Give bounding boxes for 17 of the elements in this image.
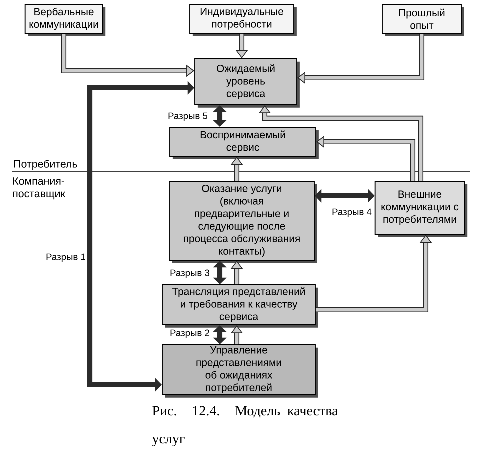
process-box: Воспринимаемый сервис xyxy=(170,127,319,160)
side-label: Потребитель xyxy=(14,160,78,170)
process-box: Индивидуальные потребности xyxy=(190,4,297,36)
process-box: Внешние коммуникации с потребителями xyxy=(374,181,468,238)
process-box: Управление представлениями об ожиданиях потребителей xyxy=(162,344,318,398)
process-box: Трансляция представлений и требования к качеству сервиса xyxy=(162,284,318,328)
edge-label: Разрыв 4 xyxy=(330,207,374,218)
process-box: Прошлый опыт xyxy=(382,4,464,36)
caption: Рис. 12.4. Модель качества услуг xyxy=(152,406,338,447)
edge-label: Разрыв 1 xyxy=(44,252,88,264)
edge-label: Разрыв 5 xyxy=(166,111,210,122)
edge-label: Разрыв 2 xyxy=(168,328,212,340)
edge-label: Разрыв 3 xyxy=(168,268,212,280)
process-box: Вербальные коммуникации xyxy=(24,4,106,36)
side-label: Компания-поставщик xyxy=(13,178,66,200)
process-box: Ожидаемый уровень сервиса xyxy=(194,58,300,108)
process-box: Оказание услуги (включая предварительные и следующие после процесса обслуживания контакты) xyxy=(169,181,318,264)
